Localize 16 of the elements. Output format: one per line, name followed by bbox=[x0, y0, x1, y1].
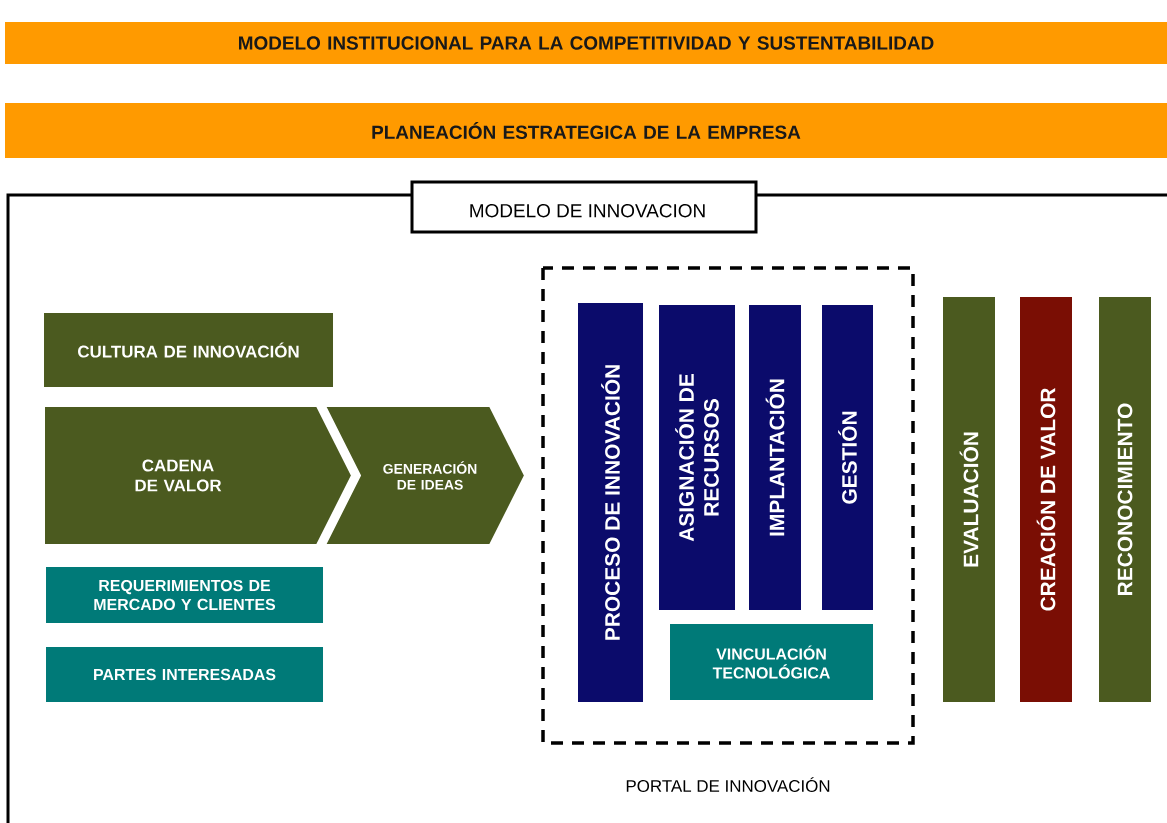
vertical-bar: ASIGNACIÓN DE RECURSOS bbox=[659, 305, 735, 610]
vertical-bar: IMPLANTACIÓN bbox=[749, 305, 801, 610]
process-box: REQUERIMIENTOS DE MERCADO Y CLIENTES bbox=[46, 567, 323, 623]
node-label: PORTAL DE INNOVACIÓN bbox=[626, 777, 830, 792]
banner-band: PLANEACIÓN ESTRATEGICA DE LA EMPRESA bbox=[5, 103, 1167, 158]
process-box: VINCULACIÓN TECNOLÓGICA bbox=[670, 624, 873, 700]
banner-band: MODELO INSTITUCIONAL PARA LA COMPETITIVIDAD Y SUSTENTABILIDAD bbox=[5, 22, 1167, 64]
vertical-bar: RECONOCIMIENTO bbox=[1099, 297, 1151, 702]
chevron-block: CADENA DE VALOR bbox=[43, 405, 354, 546]
vertical-bar: EVALUACIÓN bbox=[943, 297, 995, 702]
chevron-block: GENERACIÓN DE IDEAS bbox=[323, 405, 527, 546]
vertical-bar: GESTIÓN bbox=[822, 305, 873, 610]
process-box: CULTURA DE INNOVACIÓN bbox=[44, 313, 333, 387]
vertical-bar: CREACIÓN DE VALOR bbox=[1020, 297, 1072, 702]
vertical-bar: PROCESO DE INNOVACIÓN bbox=[578, 303, 643, 702]
process-box: PARTES INTERESADAS bbox=[46, 647, 323, 702]
